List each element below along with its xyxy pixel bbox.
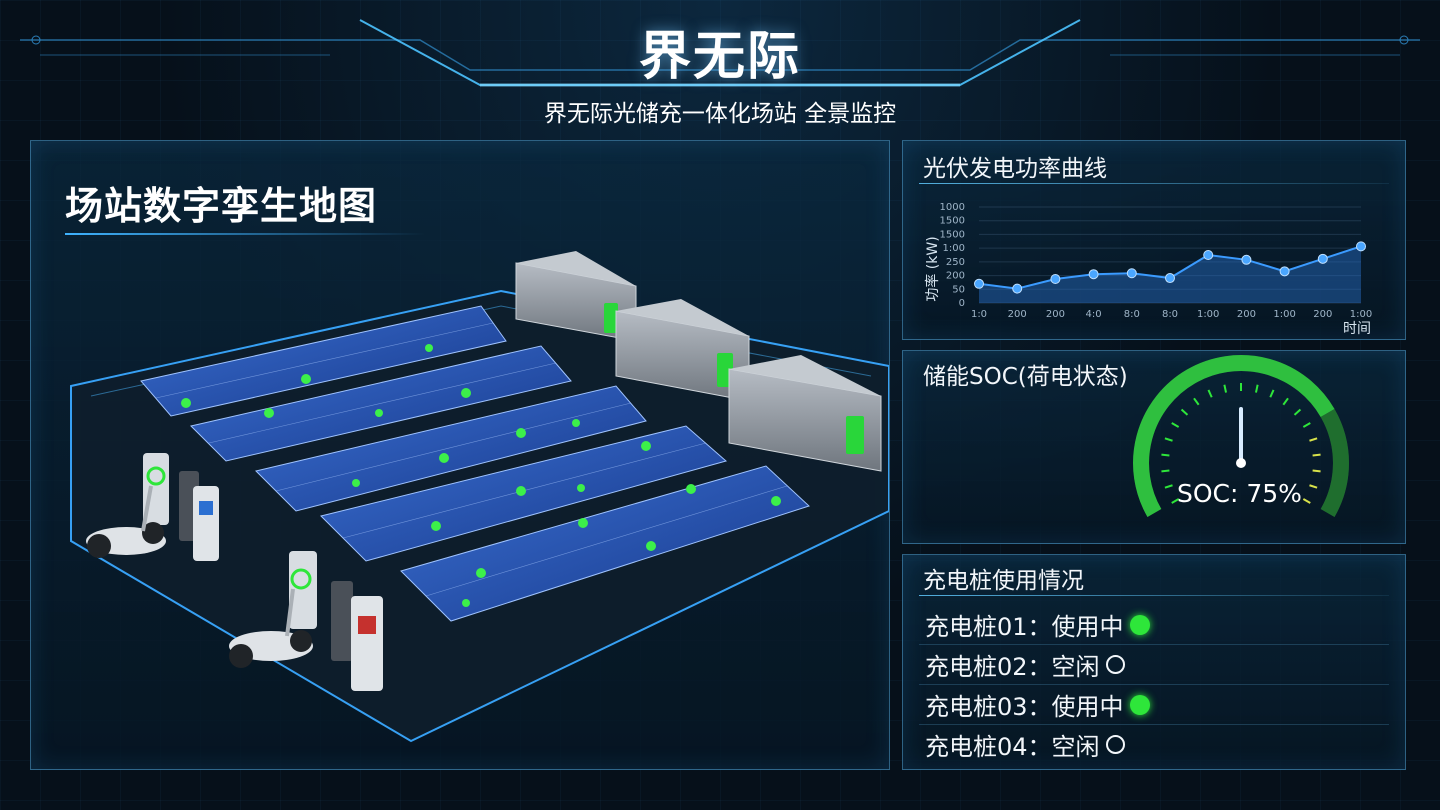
soc-panel: 储能SOC(荷电状态) SOC: 75% xyxy=(902,350,1406,544)
y-tick-label: 1500 xyxy=(940,229,965,240)
x-tick-label: 1:00 xyxy=(1197,309,1219,320)
status-in-use-icon xyxy=(1129,694,1150,715)
x-axis-label: 时间 xyxy=(1343,321,1371,337)
pv-data-point[interactable] xyxy=(1279,266,1290,277)
gauge-tick xyxy=(1312,469,1321,473)
charger-01-label: 充电桩01：使用中 xyxy=(925,613,1124,641)
scooter-2[interactable] xyxy=(229,588,313,668)
x-tick-label: 1:00 xyxy=(1350,309,1372,320)
pv-data-point[interactable] xyxy=(1126,268,1137,279)
y-tick-label: 250 xyxy=(946,257,965,268)
charger-02-label: 充电桩02：空闲 xyxy=(925,653,1100,681)
y-tick-label: 1:00 xyxy=(943,243,965,254)
gauge-tick xyxy=(1282,397,1289,406)
pv-data-point[interactable] xyxy=(1241,254,1252,265)
header-frame xyxy=(20,19,1420,87)
charger-row-04[interactable]: 充电桩04：空闲 xyxy=(925,727,1125,762)
charger-row-02[interactable]: 充电桩02：空闲 xyxy=(925,647,1125,682)
station-map[interactable] xyxy=(31,141,889,769)
gauge-pivot xyxy=(1236,458,1246,468)
status-idle-icon xyxy=(1105,655,1125,674)
charger-usage-panel: 充电桩使用情况 充电桩01：使用中 充电桩02：空闲 充电桩03：使用中 充电桩… xyxy=(902,554,1406,770)
pv-data-point[interactable] xyxy=(1165,273,1175,284)
pv-power-panel: 光伏发电功率曲线 0 50 200 250 1:00 1500 1500 1000 1:0 200… xyxy=(902,140,1406,340)
x-tick-label: 200 xyxy=(1046,309,1065,320)
battery-container-1[interactable] xyxy=(515,251,637,342)
x-tick-label: 8:0 xyxy=(1124,309,1140,320)
gauge-tick xyxy=(1207,389,1213,398)
pv-data-point[interactable] xyxy=(1050,274,1061,284)
gauge-tick xyxy=(1180,408,1189,416)
soc-gauge xyxy=(1133,355,1349,517)
y-tick-label: 0 xyxy=(959,298,965,309)
scooter-1[interactable] xyxy=(86,485,166,558)
y-axis-label: 功率 (kW) xyxy=(924,236,941,301)
pv-area-fill xyxy=(979,246,1361,303)
soc-value-label: SOC: 75% xyxy=(1177,479,1302,508)
charging-station-group-2[interactable] xyxy=(289,551,383,691)
pv-data-point[interactable] xyxy=(974,278,984,289)
y-tick-label: 1000 xyxy=(940,202,965,213)
x-tick-label: 4:0 xyxy=(1086,309,1102,320)
charger-panel-title: 充电桩使用情况 xyxy=(923,568,1084,594)
charger-row-03[interactable]: 充电桩03：使用中 xyxy=(925,687,1150,722)
pv-data-point[interactable] xyxy=(1088,269,1099,280)
battery-container-3[interactable] xyxy=(728,355,882,472)
gauge-remaining xyxy=(1320,409,1349,517)
pv-power-chart[interactable]: 0 50 200 250 1:00 1500 1500 1000 1:0 200 200 4:0 8:0… xyxy=(903,141,1405,339)
gauge-tick xyxy=(1293,408,1302,416)
gauge-tick xyxy=(1269,389,1275,398)
map-panel-title: 场站数字孪生地图 xyxy=(65,184,378,228)
gauge-tick xyxy=(1302,422,1311,428)
x-tick-label: 8:0 xyxy=(1162,309,1178,320)
charger-04-label: 充电桩04：空闲 xyxy=(925,733,1100,761)
x-tick-label: 200 xyxy=(1313,309,1332,320)
page-title: 界无际 xyxy=(638,27,801,87)
y-tick-label: 1500 xyxy=(940,216,965,227)
x-tick-label: 1:00 xyxy=(1273,309,1295,320)
charging-station-group-1[interactable] xyxy=(143,453,219,561)
x-tick-label: 200 xyxy=(1237,309,1256,320)
pv-data-point[interactable] xyxy=(1317,253,1328,264)
gauge-tick xyxy=(1161,469,1170,473)
status-idle-icon xyxy=(1105,735,1125,754)
gauge-tick xyxy=(1309,484,1318,489)
page-subtitle: 界无际光储充一体化场站 全景监控 xyxy=(543,101,897,127)
pv-data-point[interactable] xyxy=(1356,241,1366,252)
gauge-tick xyxy=(1171,422,1180,428)
gauge-tick xyxy=(1193,397,1200,406)
battery-container-2[interactable] xyxy=(615,299,750,402)
gauge-fill xyxy=(1133,355,1335,517)
solar-array-3[interactable] xyxy=(255,385,647,512)
y-tick-label: 200 xyxy=(946,271,965,282)
map-panel: 场站数字孪生地图 xyxy=(30,140,890,770)
x-tick-label: 1:0 xyxy=(971,309,987,320)
x-tick-label: 200 xyxy=(1008,309,1027,320)
charger-03-label: 充电桩03：使用中 xyxy=(925,693,1124,721)
soc-panel-title: 储能SOC(荷电状态) xyxy=(923,364,1128,390)
status-in-use-icon xyxy=(1129,614,1150,635)
gauge-tick xyxy=(1161,453,1170,457)
gauge-tick xyxy=(1302,498,1311,504)
gauge-tick xyxy=(1309,437,1318,442)
gauge-tick xyxy=(1312,453,1321,457)
gauge-tick xyxy=(1171,498,1180,504)
gauge-tick xyxy=(1223,384,1228,393)
map-title-underline xyxy=(65,233,425,235)
solar-array-5[interactable] xyxy=(400,465,810,622)
y-tick-label: 50 xyxy=(952,284,965,295)
gauge-tick xyxy=(1164,437,1173,442)
gauge-tick xyxy=(1254,384,1259,393)
charger-row-01[interactable]: 充电桩01：使用中 xyxy=(925,607,1150,642)
active-panel-indicators xyxy=(181,344,781,607)
pv-data-point[interactable] xyxy=(1012,283,1023,294)
gauge-tick xyxy=(1164,484,1173,489)
pv-data-point[interactable] xyxy=(1203,250,1214,260)
pv-panel-title: 光伏发电功率曲线 xyxy=(923,156,1107,182)
